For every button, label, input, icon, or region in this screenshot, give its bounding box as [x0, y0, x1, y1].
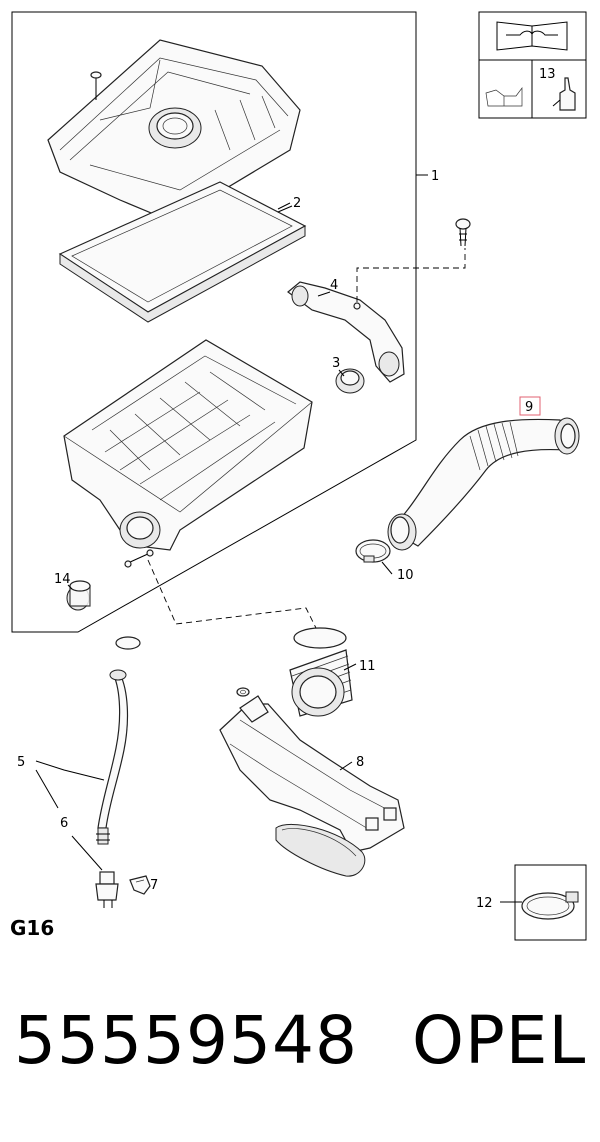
part-7-clip: [129, 875, 151, 895]
callout-12: 12: [476, 896, 493, 911]
housing-lower-part: [63, 339, 313, 568]
part-12-clamp-box: [500, 864, 587, 941]
group-code: G16: [10, 916, 55, 940]
part-number: 55559548: [14, 1002, 358, 1079]
callout-1: 1: [431, 169, 439, 184]
part-3-grommet: [335, 368, 365, 394]
callout-8: 8: [356, 755, 364, 770]
callout-13: 13: [539, 67, 556, 82]
callout-6: 6: [60, 816, 68, 831]
callout-11: 11: [359, 659, 376, 674]
callout-5: 5: [17, 755, 25, 770]
part-5-vent-hose: [96, 636, 141, 845]
part-6-connector: [95, 871, 119, 908]
part-14-grommet: [66, 580, 91, 611]
callout-2: 2: [293, 196, 301, 211]
sealant-bottle-icon: [552, 77, 576, 111]
part-8-intake-duct: [219, 695, 405, 877]
callout-14: 14: [54, 572, 71, 587]
info-box: [478, 11, 587, 119]
part-2-filter-element: [58, 181, 307, 323]
brand-name: OPEL: [412, 1002, 587, 1079]
callout-9: 9: [525, 400, 533, 415]
callout-7: 7: [150, 878, 158, 893]
highlight-box-9: [519, 396, 541, 416]
part-9-intake-hose: [387, 396, 580, 551]
part-11-bellows: [289, 627, 353, 717]
manual-wrench-icon: [496, 21, 568, 51]
part-4-bracket: [287, 281, 405, 383]
callout-4: 4: [330, 278, 338, 293]
part-1-air-cleaner-lid: [47, 39, 301, 221]
screw-8: [236, 687, 250, 697]
clip-fastener-4: [455, 218, 471, 247]
callout-3: 3: [332, 356, 340, 371]
callout-10: 10: [397, 568, 414, 583]
assembly-frame: [11, 11, 417, 633]
part-10-hose-clamp: [355, 539, 391, 563]
oil-can-icon: [485, 86, 523, 107]
